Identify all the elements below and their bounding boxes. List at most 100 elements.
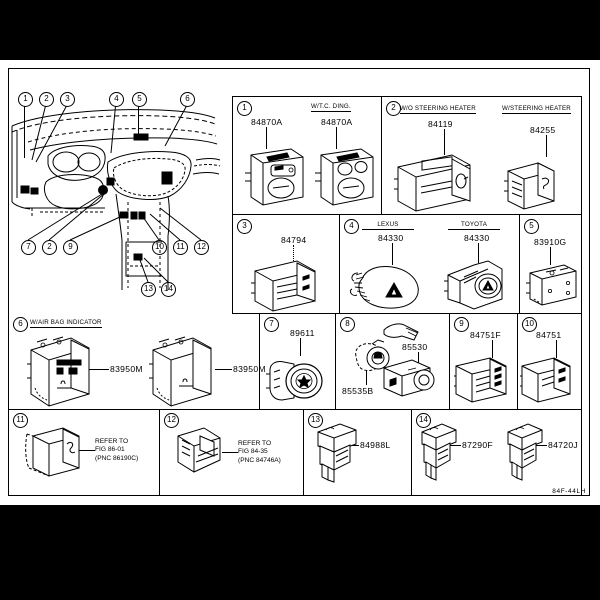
panel-13-part: 84988L (360, 440, 391, 450)
panel-5-switch-art (526, 264, 577, 306)
panel-11-refer-line-3: (PNC 86190C) (95, 454, 139, 462)
panel-9-part: 84751F (470, 330, 501, 340)
panel-1-number: 1 (237, 101, 252, 116)
panel-4-variant-2-part: 84330 (464, 233, 490, 243)
panel-1-variant-2-condition: W/T.C. DING. (311, 103, 351, 112)
panel-2: 2 W/O STEERING HEATER W/STEERING HEATER … (382, 96, 582, 215)
panel-4-variant-1-condition: LEXUS (362, 221, 414, 230)
panel-6-leader-1 (89, 369, 109, 370)
panel-12: 12 REFER TO FIG 84-35 (PNC 84746A) (160, 410, 304, 496)
callout-2-bottom: 2 (42, 240, 57, 255)
panel-7-leader (300, 338, 301, 356)
panel-8-variant-2-part: 85530 (402, 342, 428, 352)
panel-3: 3 84794 (232, 215, 340, 314)
panel-12-refer-line-3: (PNC 84746A) (238, 456, 281, 464)
callout-3: 3 (60, 92, 75, 107)
panel-4-number: 4 (344, 219, 359, 234)
callout-11: 11 (173, 240, 188, 255)
panel-2-variant-2-condition: W/STEERING HEATER (502, 105, 571, 114)
panel-10-leader (556, 340, 557, 358)
panel-10: 10 84751 (518, 314, 582, 410)
panel-8: 8 85530 85535B (336, 314, 450, 410)
callout-13: 13 (141, 282, 156, 297)
panel-9-number: 9 (454, 317, 469, 332)
panel-14-variant-2-part: 84720J (548, 440, 578, 450)
panel-7-part: 89611 (290, 328, 315, 338)
callout-1: 1 (18, 92, 33, 107)
panel-14-number: 14 (416, 413, 431, 428)
callout-10: 10 (152, 240, 167, 255)
panel-4-variant-2-condition: TOYOTA (448, 221, 500, 230)
panel-2-leader-1 (444, 129, 445, 155)
panel-8-leader-1 (366, 370, 367, 385)
panel-8-leader-2 (418, 352, 419, 368)
panel-8-ignition-key-art (355, 323, 435, 397)
panel-5-part: 83910G (534, 237, 567, 247)
panel-3-leader (293, 245, 294, 261)
panel-14-leader-1 (448, 445, 461, 446)
panel-2-variant-2-part: 84255 (530, 125, 556, 135)
panel-6-leader-2 (215, 369, 232, 370)
panel-2-variant-1-part: 84119 (428, 119, 453, 129)
panel-1-leader-2 (336, 127, 337, 149)
panel-1-variant-1-part: 84870A (251, 117, 283, 127)
panel-2-variant-1-condition: W/O STEERING HEATER (400, 105, 476, 114)
panel-14: 14 87290F 84720J (412, 410, 582, 496)
panel-3-switch-art (251, 260, 316, 312)
panel-14-variant-1-part: 87290F (462, 440, 493, 450)
panel-2-switch-art (394, 154, 555, 212)
panel-8-variant-1-part: 85535B (342, 386, 374, 396)
panel-6-variant-2-part: 83950M (233, 364, 266, 374)
callout-5: 5 (132, 92, 147, 107)
panel-11: 11 REFER TO FIG 86-01 (PNC 86190C) (8, 410, 160, 496)
panel-14-switch-art (421, 423, 543, 481)
panel-6-variant-1-part: 83950M (110, 364, 143, 374)
callout-4: 4 (109, 92, 124, 107)
figure-code: 84F-44LH (552, 488, 586, 495)
panel-9-leader (492, 340, 493, 358)
panel-4-leader-1 (392, 243, 393, 265)
callout-2-top: 2 (39, 92, 54, 107)
panel-10-number: 10 (522, 317, 537, 332)
panel-4-leader-2 (478, 243, 479, 263)
panel-2-number: 2 (386, 101, 401, 116)
panel-11-refer-note: REFER TO FIG 86-01 (PNC 86190C) (95, 438, 138, 463)
panel-7-push-start-art (266, 361, 323, 401)
panel-11-number: 11 (13, 413, 28, 428)
panel-13-switch-art (317, 423, 357, 483)
panel-8-number: 8 (340, 317, 355, 332)
panel-11-leader (79, 450, 95, 451)
panel-4-variant-1-part: 84330 (378, 233, 404, 243)
diagram-sheet: 1 2 3 4 5 6 (0, 60, 600, 505)
panel-1: 1 W/T.C. DING. 84870A 84870A (232, 96, 382, 215)
panel-12-switch-art (177, 427, 221, 473)
panel-13: 13 84988L (304, 410, 412, 496)
panel-1-variant-2-part: 84870A (321, 117, 353, 127)
panel-5-number: 5 (524, 219, 539, 234)
panel-13-number: 13 (308, 413, 323, 428)
instrument-panel-illustration: 1 2 3 4 5 6 (10, 90, 232, 305)
panel-10-window-switch-art (520, 357, 571, 403)
panel-11-switch-art (25, 427, 80, 477)
panel-7-number: 7 (264, 317, 279, 332)
callout-12: 12 (194, 240, 209, 255)
callout-14: 14 (161, 282, 176, 297)
panel-6-airbag-switch-art (27, 336, 212, 407)
panel-14-leader-2 (534, 445, 547, 446)
panel-4-hazard-switch-art (349, 260, 503, 310)
panel-1-switch-art (245, 148, 374, 206)
panel-3-part: 84794 (281, 235, 307, 245)
panel-12-refer-line-1: REFER TO (238, 440, 272, 447)
panel-4: 4 LEXUS TOYOTA 84330 84330 (340, 215, 520, 314)
panel-5: 5 83910G (520, 215, 582, 314)
panel-3-number: 3 (237, 219, 252, 234)
panel-12-refer-line-2: FIG 84-35 (238, 448, 268, 456)
callout-7: 7 (21, 240, 36, 255)
callout-leader-lines-bottom (27, 192, 202, 283)
panel-11-refer-line-2: FIG 86-01 (95, 446, 125, 454)
callout-9: 9 (63, 240, 78, 255)
panel-12-leader (222, 452, 238, 453)
panel-6-number: 6 (13, 317, 28, 332)
panel-2-leader-2 (546, 135, 547, 157)
